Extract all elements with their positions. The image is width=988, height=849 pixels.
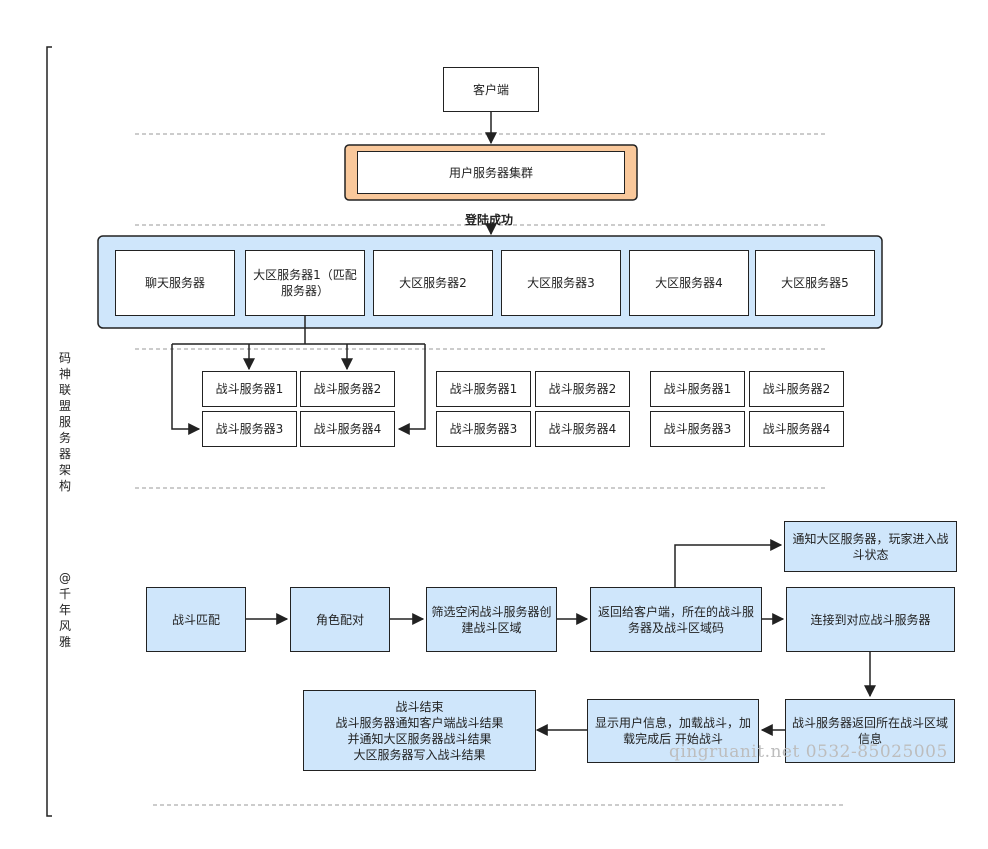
battle-server-label: 战斗服务器3 xyxy=(215,422,284,436)
battle-server-label: 战斗服务器2 xyxy=(313,382,382,396)
server-region-4: 大区服务器4 xyxy=(629,250,749,316)
battle-server-g1-3: 战斗服务器3 xyxy=(202,411,297,447)
battle-server-g2-1: 战斗服务器1 xyxy=(436,371,531,407)
flow-battle-end: 战斗结束 战斗服务器通知客户端战斗结果 并通知大区服务器战斗结果 大区服务器写入… xyxy=(303,690,536,771)
server-label: 聊天服务器 xyxy=(144,276,205,290)
battle-server-label: 战斗服务器1 xyxy=(215,382,284,396)
battle-server-label: 战斗服务器2 xyxy=(762,382,831,396)
user-cluster-box: 用户服务器集群 xyxy=(357,151,625,194)
server-region-2: 大区服务器2 xyxy=(373,250,493,316)
server-chat: 聊天服务器 xyxy=(115,250,235,316)
flow-label: 连接到对应战斗服务器 xyxy=(810,612,931,627)
flow-label: 返回给客户端，所在的战斗服务器及战斗区域码 xyxy=(597,604,754,635)
flow-label: 筛选空闲战斗服务器创建战斗区域 xyxy=(431,604,552,635)
flow-label: 战斗结束 战斗服务器通知客户端战斗结果 并通知大区服务器战斗结果 大区服务器写入… xyxy=(335,699,504,762)
user-cluster-label: 用户服务器集群 xyxy=(448,165,533,180)
side-title: 码神联盟服务器架构 @千年风雅 xyxy=(55,318,75,666)
battle-server-g2-4: 战斗服务器4 xyxy=(535,411,630,447)
flow-label: 角色配对 xyxy=(315,612,364,627)
server-label: 大区服务器1（匹配服务器） xyxy=(253,268,357,298)
flow-display-user: 显示用户信息，加载战斗，加载完成后 开始战斗 xyxy=(587,699,759,763)
server-label: 大区服务器2 xyxy=(399,276,467,290)
server-region-5: 大区服务器5 xyxy=(755,250,875,316)
battle-server-g3-2: 战斗服务器2 xyxy=(749,371,844,407)
server-region-3: 大区服务器3 xyxy=(501,250,621,316)
battle-server-label: 战斗服务器3 xyxy=(449,422,518,436)
battle-server-label: 战斗服务器1 xyxy=(449,382,518,396)
battle-server-label: 战斗服务器4 xyxy=(762,422,831,436)
battle-server-label: 战斗服务器3 xyxy=(663,422,732,436)
battle-server-g1-4: 战斗服务器4 xyxy=(300,411,395,447)
battle-server-g1-1: 战斗服务器1 xyxy=(202,371,297,407)
server-label: 大区服务器3 xyxy=(527,276,595,290)
flow-label: 战斗匹配 xyxy=(171,612,220,627)
watermark-text: qingruanit.net 0532-85025005 xyxy=(669,742,948,762)
flow-label: 显示用户信息，加载战斗，加载完成后 开始战斗 xyxy=(594,716,751,746)
battle-server-g3-1: 战斗服务器1 xyxy=(650,371,745,407)
flow-battle-return: 战斗服务器返回所在战斗区域信息 xyxy=(785,699,955,763)
flow-connect-server: 连接到对应战斗服务器 xyxy=(786,587,955,652)
flow-filter-server: 筛选空闲战斗服务器创建战斗区域 xyxy=(426,587,557,652)
battle-server-g2-3: 战斗服务器3 xyxy=(436,411,531,447)
client-label: 客户端 xyxy=(472,82,509,97)
flow-label: 通知大区服务器，玩家进入战斗状态 xyxy=(792,531,949,562)
flow-label: 战斗服务器返回所在战斗区域信息 xyxy=(791,716,948,746)
login-success-label: 登陆成功 xyxy=(465,213,514,227)
server-region-1: 大区服务器1（匹配服务器） xyxy=(245,250,365,316)
server-label: 大区服务器5 xyxy=(781,276,849,290)
flow-role-pairing: 角色配对 xyxy=(290,587,390,652)
battle-server-label: 战斗服务器4 xyxy=(548,422,617,436)
side-title-text: 码神联盟服务器架构 xyxy=(58,351,71,493)
battle-server-label: 战斗服务器1 xyxy=(663,382,732,396)
side-signature-text: @千年风雅 xyxy=(58,571,71,649)
server-label: 大区服务器4 xyxy=(655,276,723,290)
flow-notify-region: 通知大区服务器，玩家进入战斗状态 xyxy=(784,521,957,572)
battle-server-g3-4: 战斗服务器4 xyxy=(749,411,844,447)
left-bracket xyxy=(46,46,52,817)
flow-return-client: 返回给客户端，所在的战斗服务器及战斗区域码 xyxy=(590,587,762,652)
battle-server-label: 战斗服务器2 xyxy=(548,382,617,396)
client-box: 客户端 xyxy=(443,67,539,112)
battle-server-g3-3: 战斗服务器3 xyxy=(650,411,745,447)
battle-server-label: 战斗服务器4 xyxy=(313,422,382,436)
flow-battle-match: 战斗匹配 xyxy=(146,587,246,652)
battle-server-g2-2: 战斗服务器2 xyxy=(535,371,630,407)
battle-server-g1-2: 战斗服务器2 xyxy=(300,371,395,407)
